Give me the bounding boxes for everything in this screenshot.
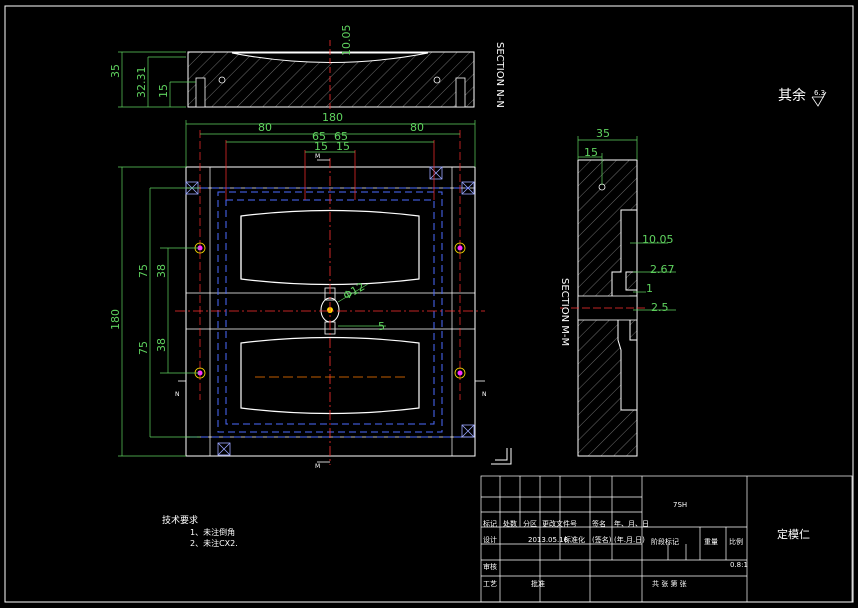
dim-180-height: 180 xyxy=(109,309,122,330)
tb-approve: 批准 xyxy=(531,579,545,588)
dim-15-right: 15 xyxy=(336,140,350,153)
tb-part-name: 定模仁 xyxy=(777,527,810,541)
dim-top-35: 35 xyxy=(109,64,122,78)
dim-65-right: 65 xyxy=(334,130,348,143)
side-dim-15: 15 xyxy=(584,146,598,159)
tb-ymd: (年.月.日) xyxy=(614,535,645,544)
notes-line-2: 2、未注CX2. xyxy=(190,538,238,548)
tb-design: 设计 xyxy=(483,535,497,544)
section-mark-n-right: N xyxy=(482,391,487,398)
side-dim-2-5: 2.5 xyxy=(651,301,669,314)
tb-label-mark: 标记 xyxy=(483,519,497,528)
tb-sign: (签名) xyxy=(592,535,612,544)
drawing-border xyxy=(4,5,854,603)
side-dim-2-67: 2.67 xyxy=(650,263,675,276)
title-block xyxy=(480,475,853,603)
tb-audit: 审核 xyxy=(483,562,497,571)
side-dim-10-05: 10.05 xyxy=(642,233,674,246)
side-dim-35: 35 xyxy=(596,127,610,140)
dim-15-left: 15 xyxy=(314,140,328,153)
dim-80-right: 80 xyxy=(410,121,424,134)
section-nn-view xyxy=(118,40,475,112)
dim-top-10-05: 10.05 xyxy=(340,25,353,57)
notes-line-1: 1、未注倒角 xyxy=(190,527,235,537)
plan-view xyxy=(175,130,512,465)
tb-label-date: 年、月、日 xyxy=(614,519,649,528)
dim-top-32-31: 32.31 xyxy=(135,67,148,99)
tb-label-change-file: 更改文件号 xyxy=(542,519,577,528)
dim-38-lower: 38 xyxy=(155,338,168,352)
tb-standard: 标准化 xyxy=(564,535,585,544)
dim-65-left: 65 xyxy=(312,130,326,143)
tb-label-zone: 分区 xyxy=(523,519,537,528)
section-nn-label: SECTION N-N xyxy=(494,42,505,108)
tb-stage: 阶段标记 xyxy=(651,537,679,546)
section-mark-m-top: M xyxy=(315,153,320,160)
side-dim-1: 1 xyxy=(646,282,653,295)
tb-sheets: 共 张 第 张 xyxy=(652,579,687,588)
section-mm-view xyxy=(560,159,645,457)
section-mm-label: SECTION M-M xyxy=(559,278,570,346)
notes-title: 技术要求 xyxy=(162,514,198,526)
tb-weight: 重量 xyxy=(704,538,718,546)
dim-top-15: 15 xyxy=(157,84,170,98)
tb-material: 7SH xyxy=(673,501,687,509)
dim-75-lower: 75 xyxy=(137,341,150,355)
roughness-symbol-icon xyxy=(811,91,827,107)
tb-date-value: 2013.05.16 xyxy=(528,536,569,544)
tb-scale-value: 0.8:1 xyxy=(730,561,748,569)
tb-process: 工艺 xyxy=(483,580,497,588)
roughness-label: 其余 xyxy=(778,87,806,104)
dim-80-left: 80 xyxy=(258,121,272,134)
dim-38-upper: 38 xyxy=(155,264,168,278)
dim-180-width: 180 xyxy=(322,111,343,124)
tb-label-count: 处数 xyxy=(503,519,517,528)
plan-dimension-lines xyxy=(118,120,476,457)
roughness-value: 6.3 xyxy=(814,89,825,97)
dim-5: 5 xyxy=(378,320,385,333)
tb-label-sign: 签名 xyxy=(592,519,606,528)
dim-75-upper: 75 xyxy=(137,264,150,278)
tb-scale: 比例 xyxy=(729,537,743,546)
section-mark-m-bottom: M xyxy=(315,463,320,470)
section-mm-dimension-lines xyxy=(577,136,676,311)
section-mark-n-left: N xyxy=(175,391,180,398)
